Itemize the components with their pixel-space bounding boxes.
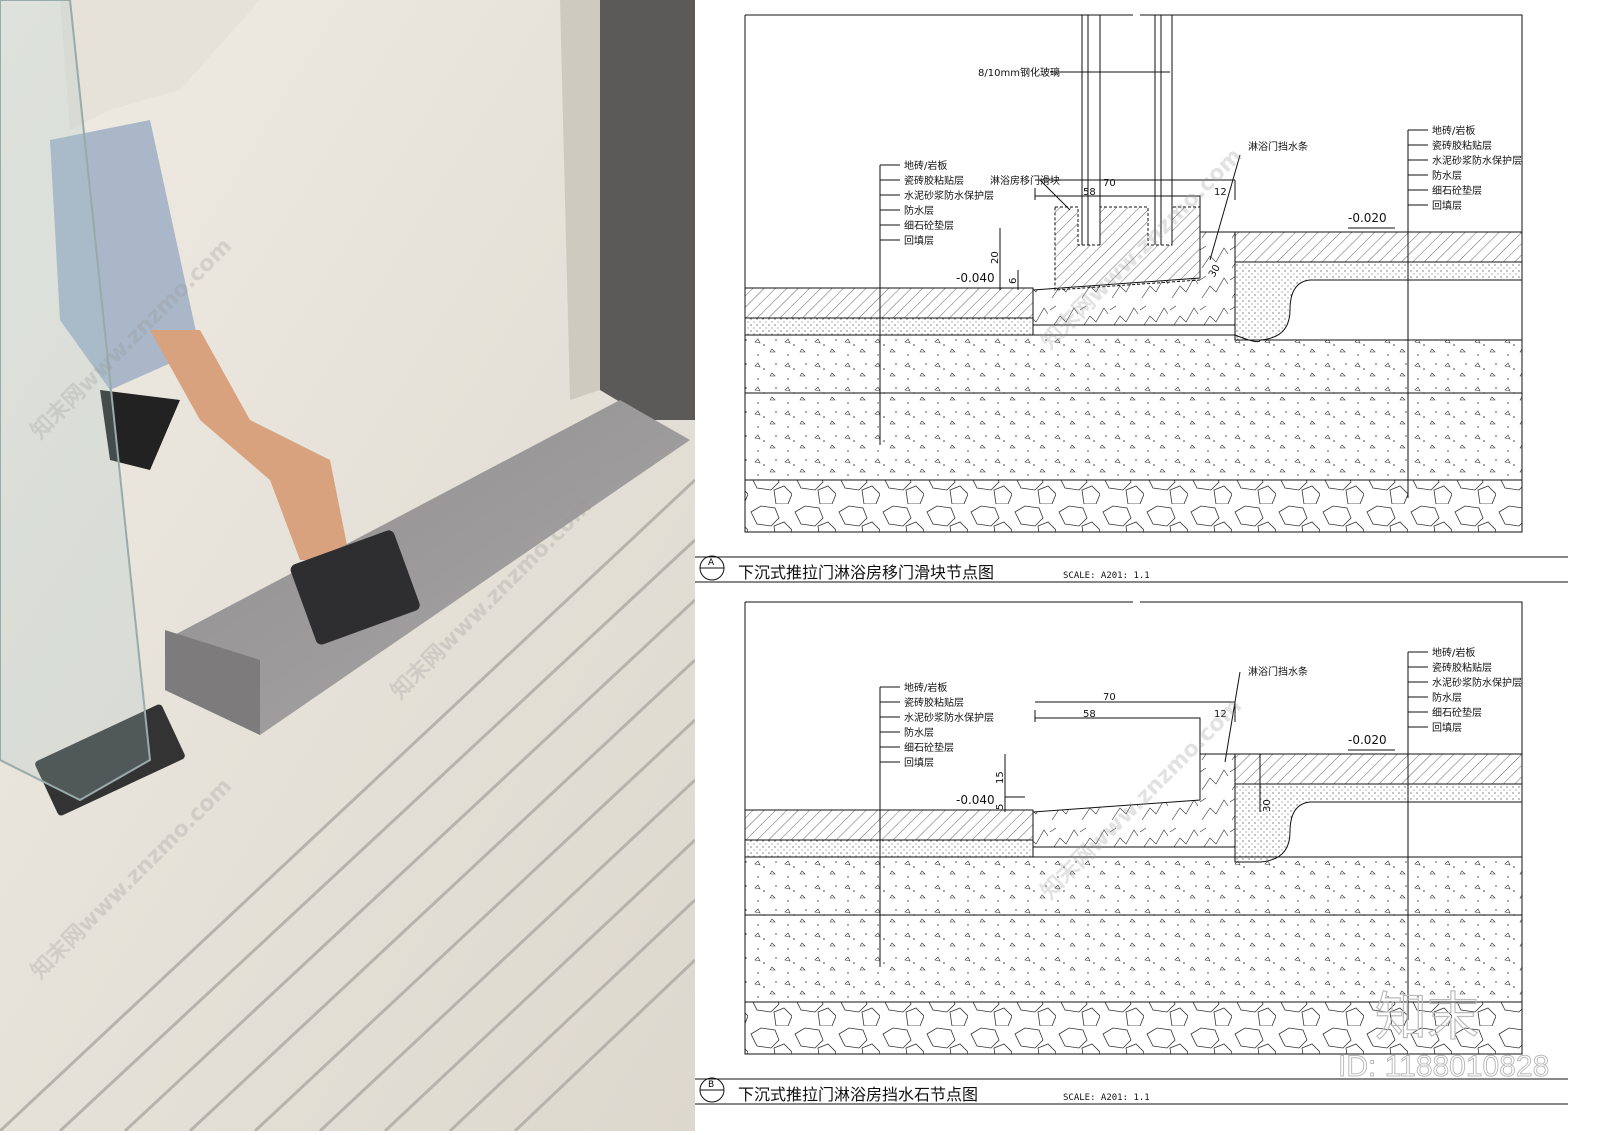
layer-label: 水泥砂浆防水保护层: [1432, 154, 1522, 167]
tile-right: [1234, 753, 1523, 785]
door-frame: [600, 0, 695, 420]
layer-label: 地砖/岩板: [904, 681, 947, 694]
layer-label: 防水层: [904, 204, 934, 217]
dim-slope: 30: [1262, 799, 1273, 812]
detail-b-scale: SCALE: A201: 1.1: [1063, 1093, 1150, 1103]
layer-label: 水泥砂浆防水保护层: [1432, 676, 1522, 689]
layer-label: 细石砼垫层: [1432, 706, 1482, 719]
layer-label: 地砖/岩板: [1432, 124, 1475, 137]
dim-left: 58: [1083, 187, 1096, 198]
dim-right: 12: [1214, 709, 1227, 720]
tile-left: [744, 287, 1034, 319]
layer-label: 防水层: [1432, 169, 1462, 182]
glass-lines: [1081, 15, 1173, 245]
tile-right: [1234, 231, 1523, 263]
photo-illustration: 知末网www.znzmo.com 知末网www.znzmo.com 知末网www…: [0, 0, 695, 1131]
drain-grate: [0, 478, 695, 1131]
hand: [150, 330, 350, 560]
slider-label: 淋浴房移门滑块: [990, 174, 1060, 187]
layer-label: 细石砼垫层: [904, 219, 954, 232]
dim-total: 70: [1103, 178, 1116, 189]
level-left: -0.040: [956, 271, 995, 285]
strip-label: 淋浴门挡水条: [1248, 665, 1308, 678]
level-left: -0.040: [956, 793, 995, 807]
glass-panel: [0, 0, 152, 802]
fill-layer: [744, 914, 1523, 1003]
mortar-right: [1234, 783, 1523, 863]
fill-layer: [744, 392, 1523, 481]
dim-left: 58: [1083, 709, 1096, 720]
detail-a-scale: SCALE: A201: 1.1: [1063, 571, 1150, 581]
dim-h1: 20: [990, 251, 1001, 264]
level-right: -0.020: [1348, 211, 1387, 225]
layer-label: 防水层: [1432, 691, 1462, 704]
detail-a-title: 下沉式推拉门淋浴房移门滑块节点图: [738, 563, 994, 582]
layer-label: 瓷砖胶粘贴层: [1432, 661, 1492, 674]
photo-panel: 知末网www.znzmo.com 知末网www.znzmo.com 知末网www…: [0, 0, 695, 1131]
layer-label: 瓷砖胶粘贴层: [1432, 139, 1492, 152]
shoe: [100, 390, 180, 470]
concrete-layer: [744, 334, 1523, 394]
layer-label: 水泥砂浆防水保护层: [904, 711, 994, 724]
detail-b-title: 下沉式推拉门淋浴房挡水石节点图: [738, 1085, 978, 1104]
marble-threshold-side: [165, 630, 260, 735]
layer-label: 细石砼垫层: [904, 741, 954, 754]
watermark-logo: 知末: [1374, 987, 1480, 1048]
layers-right: 地砖/岩板 瓷砖胶粘贴层 水泥砂浆防水保护层 防水层 细石砼垫层 回填层: [1432, 124, 1522, 212]
tile-left: [744, 809, 1034, 841]
threshold-stone: [1032, 753, 1236, 848]
layer-label: 回填层: [1432, 199, 1462, 212]
mortar-right: [1234, 261, 1523, 341]
cad-drawing: 8/10mm钢化玻璃 淋浴房移门滑块 淋浴门挡水条 地砖/岩板 瓷砖胶粘贴层 水…: [695, 14, 1568, 1105]
marker-a-label: A: [708, 558, 715, 568]
layer-label: 地砖/岩板: [904, 159, 947, 172]
detail-b: 淋浴门挡水条 地砖/岩板 瓷砖胶粘贴层 水泥砂浆防水保护层 防水层 细石砼垫层 …: [695, 601, 1568, 1105]
layer-label: 水泥砂浆防水保护层: [904, 189, 994, 202]
cad-drawings-panel: 8/10mm钢化玻璃 淋浴房移门滑块 淋浴门挡水条 地砖/岩板 瓷砖胶粘贴层 水…: [695, 0, 1600, 1131]
layers-right: 地砖/岩板 瓷砖胶粘贴层 水泥砂浆防水保护层 防水层 细石砼垫层 回填层: [1432, 646, 1522, 734]
door-slider: [1054, 206, 1201, 291]
layer-label: 细石砼垫层: [1432, 184, 1482, 197]
layer-label: 防水层: [904, 726, 934, 739]
layer-label: 瓷砖胶粘贴层: [904, 696, 964, 709]
layers-left: 地砖/岩板 瓷砖胶粘贴层 水泥砂浆防水保护层 防水层 细石砼垫层 回填层: [904, 681, 994, 769]
mortar-left: [744, 317, 1034, 336]
layer-label: 回填层: [1432, 721, 1462, 734]
dim-total: 70: [1103, 692, 1116, 703]
concrete-layer: [744, 856, 1523, 916]
layer-label: 回填层: [904, 234, 934, 247]
dim-h2: 6: [1008, 278, 1019, 284]
wall-strip: [560, 0, 600, 400]
glass-label: 8/10mm钢化玻璃: [978, 66, 1060, 79]
sleeve: [50, 120, 200, 390]
layers-left: 地砖/岩板 瓷砖胶粘贴层 水泥砂浆防水保护层 防水层 细石砼垫层 回填层: [904, 159, 994, 247]
mortar-left: [744, 839, 1034, 858]
dim-h2: 5: [995, 804, 1006, 810]
strip-label: 淋浴门挡水条: [1248, 140, 1308, 153]
layer-label: 回填层: [904, 756, 934, 769]
dim-right: 12: [1214, 187, 1227, 198]
slider-block: [290, 530, 420, 645]
shirt: [60, 0, 260, 130]
dim-h1: 15: [995, 771, 1006, 784]
layer-label: 瓷砖胶粘贴层: [904, 174, 964, 187]
stone-layer: [744, 479, 1523, 533]
stone-layer: [744, 1001, 1523, 1055]
marker-b-label: B: [708, 1080, 714, 1090]
detail-a: 8/10mm钢化玻璃 淋浴房移门滑块 淋浴门挡水条 地砖/岩板 瓷砖胶粘贴层 水…: [695, 14, 1568, 583]
layer-label: 地砖/岩板: [1432, 646, 1475, 659]
marble-threshold: [165, 400, 690, 735]
level-right: -0.020: [1348, 733, 1387, 747]
watermark-id: ID: 1188010828: [1337, 1050, 1550, 1084]
